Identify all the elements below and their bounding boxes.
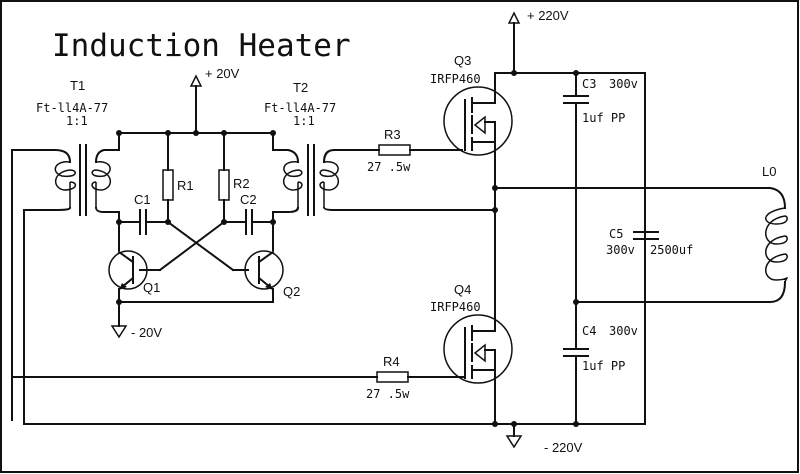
- resistor-r4: R4 27 .5w: [11, 354, 466, 401]
- resistor-r2: R2: [218, 132, 250, 223]
- svg-text:R3: R3: [384, 127, 401, 142]
- svg-text:C5: C5: [609, 227, 623, 241]
- transformer-t1: T1 Ft-ll4A-77 1:1: [11, 78, 120, 421]
- svg-text:L0: L0: [762, 164, 776, 179]
- svg-text:R4: R4: [383, 354, 400, 369]
- svg-text:C1: C1: [134, 192, 151, 207]
- work-coil-l0: L0: [573, 164, 788, 305]
- transistor-q1: Q1: [108, 221, 160, 303]
- cross-coupling-wire: [166, 220, 235, 272]
- pos20-supply: + 20V: [189, 66, 240, 134]
- svg-text:+ 20V: + 20V: [205, 66, 240, 81]
- svg-text:Q2: Q2: [283, 284, 300, 299]
- mosfet-q4: Q4 IRFP460: [430, 282, 513, 425]
- capacitor-c3: C3 300v 1uf PP: [563, 72, 638, 303]
- capacitor-c5: C5 300v 2500uf: [606, 227, 693, 257]
- svg-text:1uf PP: 1uf PP: [582, 111, 625, 125]
- svg-text:C3: C3: [582, 77, 596, 91]
- svg-text:1:1: 1:1: [66, 114, 88, 128]
- svg-text:2500uf: 2500uf: [650, 243, 693, 257]
- svg-text:T2: T2: [293, 80, 308, 95]
- svg-text:T1: T1: [70, 78, 85, 93]
- svg-text:C2: C2: [240, 192, 257, 207]
- pos220-supply: + 220V: [507, 8, 569, 74]
- svg-text:C4: C4: [582, 324, 596, 338]
- svg-text:Ft-ll4A-77: Ft-ll4A-77: [36, 101, 108, 115]
- svg-text:- 220V: - 220V: [544, 440, 583, 455]
- neg220-supply: - 220V: [505, 423, 583, 455]
- svg-text:300v: 300v: [606, 243, 635, 257]
- svg-text:27 .5w: 27 .5w: [366, 387, 410, 401]
- svg-text:1uf PP: 1uf PP: [582, 359, 625, 373]
- resistor-r3: R3 27 .5w: [367, 127, 463, 174]
- diagram-title: Induction Heater: [52, 28, 351, 64]
- svg-text:Q4: Q4: [454, 282, 471, 297]
- svg-text:300v: 300v: [609, 324, 638, 338]
- svg-text:Q1: Q1: [143, 280, 160, 295]
- svg-text:IRFP460: IRFP460: [430, 72, 481, 86]
- svg-text:- 20V: - 20V: [131, 325, 162, 340]
- svg-text:IRFP460: IRFP460: [430, 300, 481, 314]
- svg-text:R2: R2: [233, 176, 250, 191]
- capacitor-c4: C4 300v 1uf PP: [563, 301, 638, 425]
- neg20-supply: - 20V: [110, 301, 162, 340]
- svg-text:+ 220V: + 220V: [527, 8, 569, 23]
- svg-text:27 .5w: 27 .5w: [367, 160, 411, 174]
- resistor-r1: R1: [162, 132, 194, 223]
- transistor-q2: Q2: [244, 221, 300, 303]
- svg-text:300v: 300v: [609, 77, 638, 91]
- mosfet-q3: Q3 IRFP460: [430, 53, 513, 156]
- transformer-t2: T2 Ft-ll4A-77 1:1: [264, 80, 496, 223]
- svg-text:Q3: Q3: [454, 53, 471, 68]
- svg-text:Ft-ll4A-77: Ft-ll4A-77: [264, 101, 336, 115]
- svg-text:1:1: 1:1: [293, 114, 315, 128]
- svg-text:R1: R1: [177, 178, 194, 193]
